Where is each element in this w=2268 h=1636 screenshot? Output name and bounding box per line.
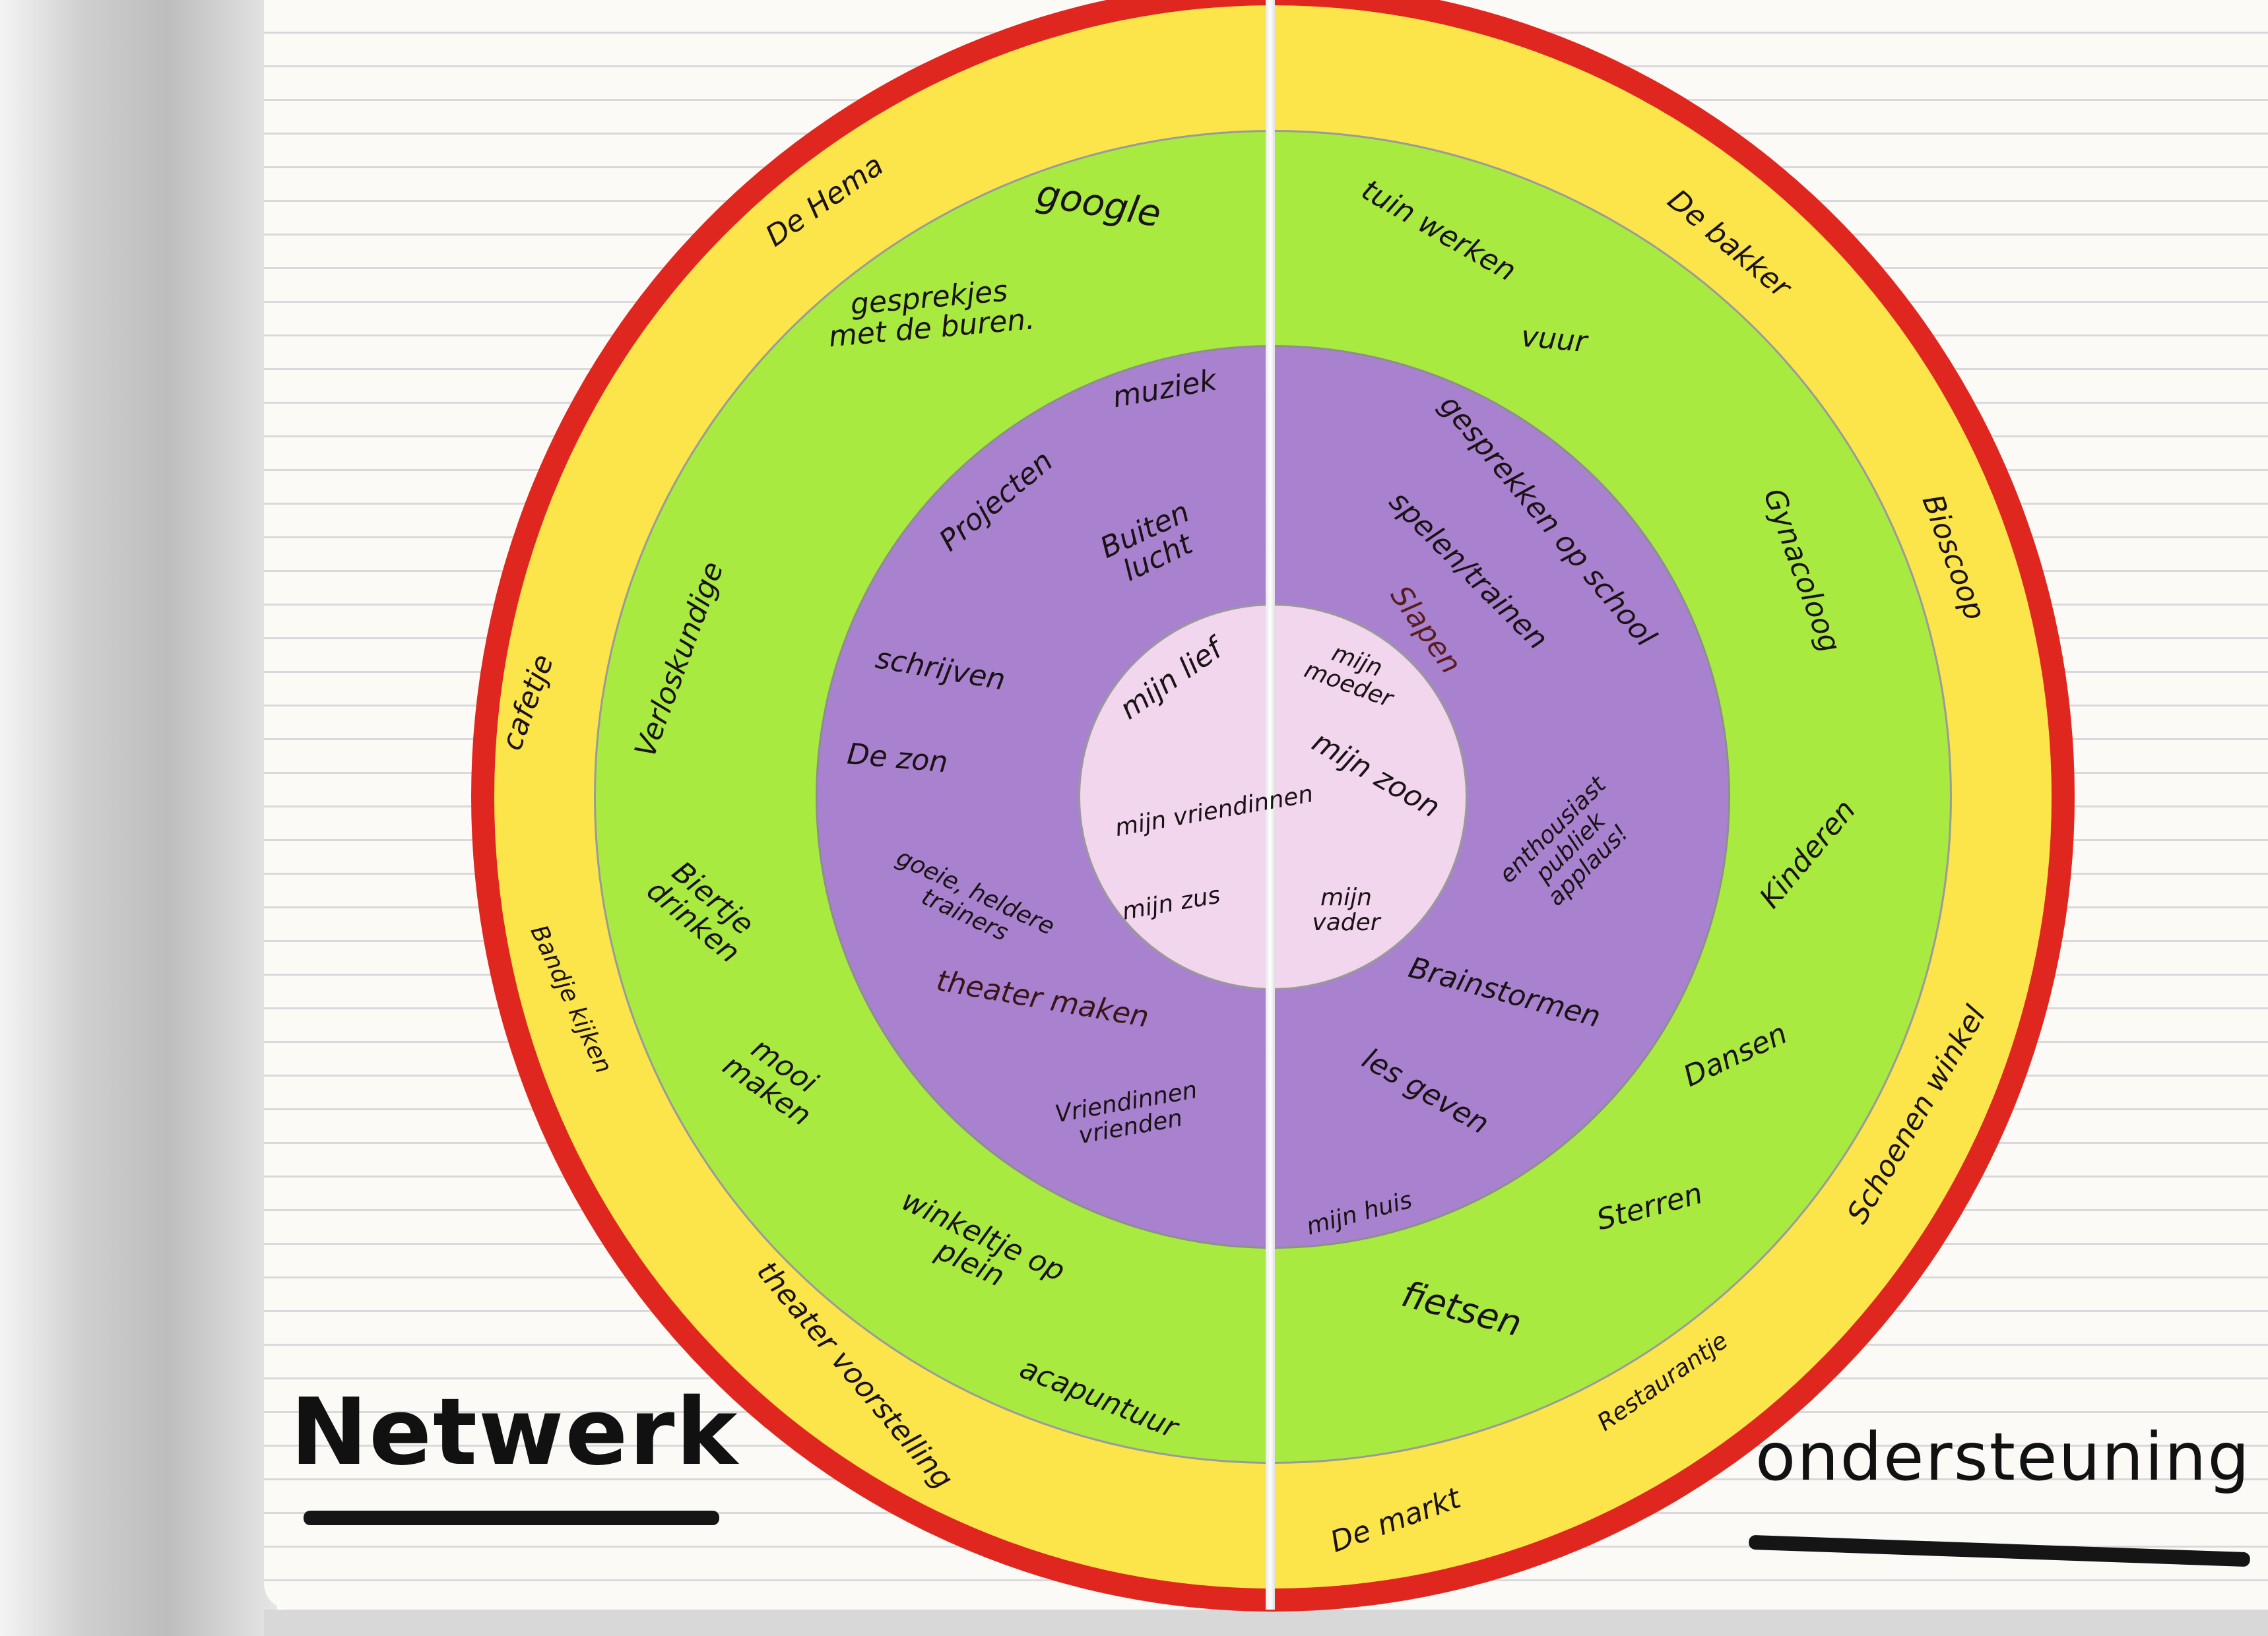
label-green: vuur: [1520, 319, 1589, 360]
scan-edge: [264, 1610, 2268, 1636]
title-ondersteuning: ondersteuning: [1755, 1418, 2251, 1495]
scan-shadow: [0, 0, 277, 1636]
notebook-fold: [1266, 0, 1275, 1610]
title-netwerk: Netwerk: [290, 1379, 739, 1486]
underline-netwerk: [304, 1511, 719, 1525]
label-center: mijn vader: [1312, 884, 1380, 936]
